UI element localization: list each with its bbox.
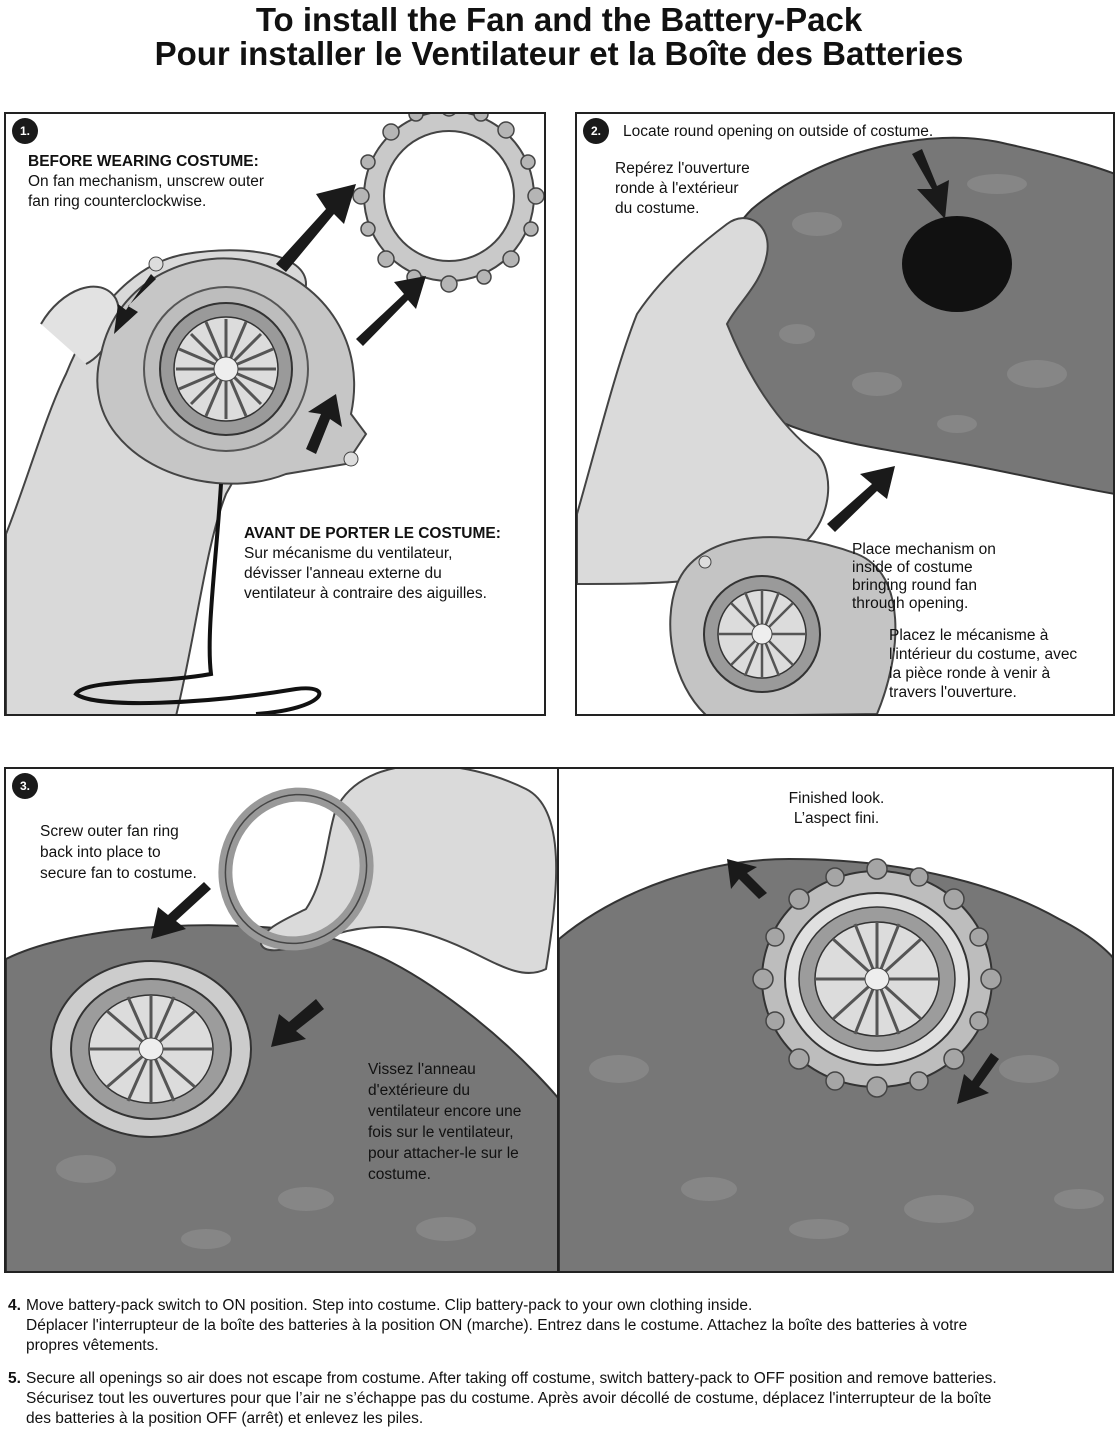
panel1-en-line: fan ring counterclockwise.	[28, 193, 207, 210]
panel2-en-line: through opening.	[852, 595, 969, 612]
step-number: 5.	[8, 1370, 21, 1387]
panel3-fr-line: ventilateur encore une	[368, 1103, 522, 1120]
title-french: Pour installer le Ventilateur et la Boît…	[154, 35, 964, 72]
step-3-badge: 3.	[12, 773, 38, 799]
panel1-en-line: On fan mechanism, unscrew outer	[28, 173, 265, 190]
step-5-english: Secure all openings so air does not esca…	[26, 1370, 997, 1387]
screw-icon	[343, 451, 359, 467]
panel2-en-locate: Locate round opening on outside of costu…	[623, 123, 934, 140]
step-number: 4.	[8, 1297, 21, 1314]
panel1-fr-line: Sur mécanisme du ventilateur,	[244, 545, 453, 562]
direction-arrows	[827, 149, 949, 532]
panel2-fr-line: travers l'ouverture.	[889, 684, 1017, 701]
panel3-en-line: secure fan to costume.	[40, 865, 197, 882]
instruction-step-5: 5. Secure all openings so air does not e…	[8, 1369, 1108, 1429]
fan-removal-illustration	[6, 114, 544, 714]
panel1-english-text: BEFORE WEARING COSTUME: On fan mechanism…	[28, 152, 264, 212]
panel2-fr-line: ronde à l'extérieur	[615, 180, 739, 197]
costume-opening-illustration	[577, 136, 1113, 714]
step-1-badge: 1.	[12, 118, 38, 144]
screw-icon	[148, 256, 164, 272]
title-english: To install the Fan and the Battery-Pack	[255, 1, 863, 38]
panel1-fr-line: ventilateur à contraire des aiguilles.	[244, 585, 487, 602]
finished-look-fr: L’aspect fini.	[793, 810, 880, 827]
step-2-badge: 2.	[583, 118, 609, 144]
panel3-fr-line: fois sur le ventilateur,	[368, 1124, 514, 1141]
step-5-french-cont: des batteries à la position OFF (arrêt) …	[26, 1410, 424, 1427]
panel2-fr-line: du costume.	[615, 200, 700, 217]
panel3-fr-line: pour attacher-le sur le	[368, 1145, 519, 1162]
panel2-fr-line: l'intérieur du costume, avec	[889, 646, 1078, 663]
panel3-en-line: back into place to	[40, 844, 161, 861]
ring-screw-illustration	[6, 769, 557, 1271]
step-4-english: Move battery-pack switch to ON position.…	[26, 1297, 753, 1314]
panel1-french-text: AVANT DE PORTER LE COSTUME: Sur mécanism…	[244, 524, 501, 604]
panel3-french-text: Vissez l'anneau d'extérieure du ventilat…	[368, 1059, 521, 1185]
direction-arrows	[727, 859, 999, 1104]
panel-step-2: 2. Locate round opening on outside of co…	[575, 112, 1115, 716]
panel1-en-heading: BEFORE WEARING COSTUME:	[28, 153, 259, 170]
panel2-english-place: Place mechanism on inside of costume bri…	[852, 541, 996, 613]
panel2-en-line: inside of costume	[852, 559, 973, 576]
finished-look-en: Finished look.	[788, 790, 885, 807]
panel2-en-line: bringing round fan	[852, 577, 977, 594]
panel3-en-line: Screw outer fan ring	[40, 823, 179, 840]
direction-arrows	[114, 184, 426, 454]
panel3-fr-line: Vissez l'anneau	[368, 1061, 476, 1078]
panel3-fr-line: d'extérieure du	[368, 1082, 471, 1099]
panel2-french-place: Placez le mécanisme à l'intérieur du cos…	[889, 626, 1077, 702]
panel3-english-text: Screw outer fan ring back into place to …	[40, 821, 197, 884]
panel2-fr-line: Repérez l'ouverture	[615, 160, 750, 177]
panel3-fr-line: costume.	[368, 1166, 431, 1183]
round-opening	[902, 216, 1012, 312]
panel-step-3: 3. Screw outer fan ring back into place …	[4, 767, 559, 1273]
panel2-fr-line: la pièce ronde à venir à	[889, 665, 1051, 682]
screw-icon	[698, 555, 712, 569]
screw-icon	[860, 713, 866, 714]
finished-look-illustration	[559, 857, 1112, 1271]
finished-look-text: Finished look. L’aspect fini.	[559, 789, 1112, 829]
instruction-step-4: 4. Move battery-pack switch to ON positi…	[8, 1296, 1108, 1356]
panel1-fr-line: dévisser l'anneau externe du	[244, 565, 442, 582]
panel2-fr-line: Placez le mécanisme à	[889, 627, 1049, 644]
panel1-fr-heading: AVANT DE PORTER LE COSTUME:	[244, 525, 501, 542]
step-5-french: Sécurisez tout les ouvertures pour que l…	[26, 1390, 992, 1407]
step-4-french-cont: propres vêtements.	[26, 1337, 159, 1354]
direction-arrows	[151, 882, 324, 1047]
panel2-en-line: Place mechanism on	[852, 541, 996, 558]
panel2-french-locate: Repérez l'ouverture ronde à l'extérieur …	[615, 159, 750, 219]
panel-step-1: 1. BEFORE WEARING COSTUME: On fan mechan…	[4, 112, 546, 716]
panel-finished-look: Finished look. L’aspect fini.	[557, 767, 1114, 1273]
step-4-french: Déplacer l'interrupteur de la boîte des …	[26, 1317, 968, 1334]
